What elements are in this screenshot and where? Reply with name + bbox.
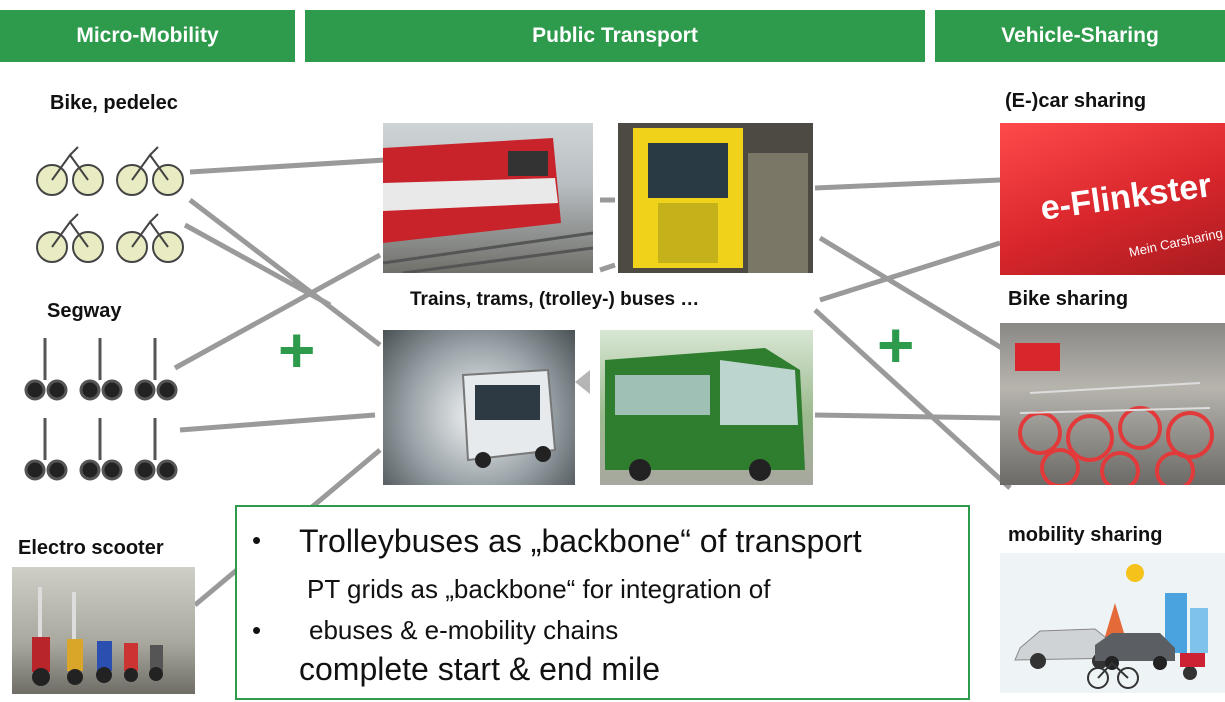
callout-line-4: complete start & end mile [299,651,661,687]
connector-line [814,177,1001,191]
header-micro-mobility-label: Micro-Mobility [76,24,219,47]
segway-image [24,338,178,481]
train-image [383,123,593,273]
connector-line [819,240,1001,303]
segway-icon [79,338,123,401]
bike-icon [36,146,104,196]
bullet-point: • [252,525,262,555]
callout-line-1: Trolleybuses as „backbone“ of transport [299,523,862,559]
segway-icon [24,418,68,481]
connector-line [818,235,1007,353]
callout-line-2: PT grids as „backbone“ for integration o… [307,574,771,604]
header-micro-mobility: Micro-Mobility [0,10,295,62]
label-electro-scooter: Electro scooter [18,537,164,559]
segway-icon [134,418,178,481]
header-vehicle-sharing: Vehicle-Sharing [935,10,1225,62]
connector-line [183,222,332,308]
plus-icon-right: + [877,309,915,381]
sun-icon [1126,564,1144,582]
electro-scooter-image [12,567,195,694]
e-flinkster-subtitle-text: Mein Carsharing [1127,225,1224,260]
bike-pedelec-image [36,146,184,263]
connector-line [179,412,376,433]
electric-bus-image [600,330,813,485]
connector-line [813,308,1012,490]
car-icon [1095,633,1175,670]
connector-line [599,262,616,273]
callout-line-3: ebuses & e-mobility chains [309,615,619,645]
e-flinkster-logo: e-Flinkster [1038,166,1214,229]
tram-image [618,123,813,273]
e-car-sharing-image: e-Flinkster Mein Carsharing [1000,123,1225,275]
label-e-car-sharing: (E-)car sharing [1005,90,1147,112]
label-bike-sharing: Bike sharing [1008,288,1129,310]
mobility-sharing-image [1000,553,1225,693]
connector-line [173,252,382,371]
segway-icon [24,338,68,401]
arrow-left-icon [575,370,590,394]
label-segway: Segway [47,300,122,322]
scooter-icon [32,587,163,686]
header-vehicle-sharing-label: Vehicle-Sharing [1001,24,1159,47]
e-flinkster-logo-text: e-Flinkster [1038,166,1214,228]
callout-box: • Trolleybuses as „backbone“ of transpor… [235,505,970,700]
segway-icon [79,418,123,481]
connector-line [814,412,1001,421]
plus-icon-left: + [278,314,316,386]
bicycle-icon [1087,661,1139,689]
bike-icon [36,213,104,263]
label-trains-trams-buses: Trains, trams, (trolley-) buses … [410,289,700,310]
label-bike-pedelec: Bike, pedelec [50,92,178,114]
bullet-point: • [252,615,262,645]
header-public-transport-label: Public Transport [532,24,698,47]
scooter-icon [1180,653,1205,680]
connector-line [189,157,386,175]
bike-icon [116,146,184,196]
trolleybus-image [383,330,575,485]
segway-icon [134,338,178,401]
header-public-transport: Public Transport [305,10,925,62]
e-flinkster-subtitle: Mein Carsharing [1127,225,1223,260]
label-mobility-sharing: mobility sharing [1008,524,1163,546]
bike-sharing-image [1000,323,1225,485]
bike-icon [116,213,184,263]
connector-line [188,198,382,347]
